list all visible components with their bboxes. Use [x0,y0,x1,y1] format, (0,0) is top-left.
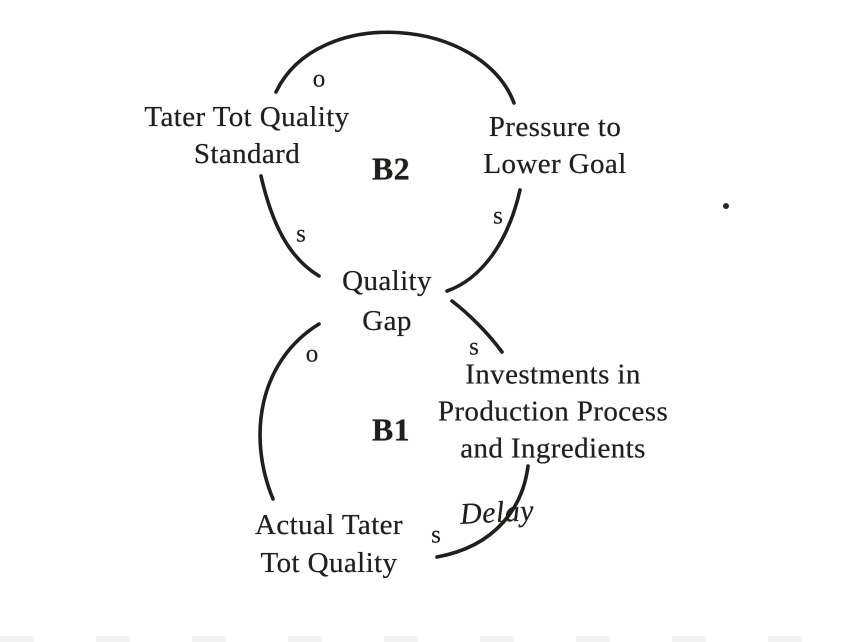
arrow-investments-to-actual [435,464,530,559]
arrow-actual-to-gap [258,322,321,501]
node-investments: Investments in Production Process and In… [438,357,668,468]
delay-label: Delay [459,494,535,531]
node-line: Investments in [465,358,641,391]
loop-label-b1: B1 [371,411,411,448]
node-line: and Ingredients [460,432,646,465]
node-line: Pressure to [488,111,622,143]
polarity-o-actual-to-gap: o [305,340,319,368]
node-line: Quality [342,265,432,297]
node-line: Standard [193,138,301,170]
node-tater-tot-quality-standard: Tater Tot Quality Standard [144,99,349,173]
node-actual-tater-tot-quality: Actual Tater Tot Quality [255,506,403,582]
polarity-o-pressure-to-standard: o [312,65,326,93]
node-line: Production Process [437,395,669,428]
arrow-gap-to-pressure [445,188,522,293]
node-line: Lower Goal [483,148,627,180]
loop-label-b2: B2 [371,150,411,187]
arrow-standard-to-gap [259,174,321,278]
arrow-pressure-to-standard [274,30,516,105]
polarity-s-gap-to-investments: s [469,333,479,361]
node-pressure-to-lower-goal: Pressure to Lower Goal [483,109,626,183]
polarity-s-standard-to-gap: s [296,220,306,248]
node-line: Actual Tater [255,509,403,541]
stray-ink-dot [723,203,729,209]
node-line: Gap [362,305,412,337]
polarity-s-gap-to-pressure: s [493,202,503,230]
node-line: Tater Tot Quality [144,101,350,133]
polarity-s-investments-to-actual: s [431,521,441,549]
node-line: Tot Quality [260,547,398,579]
node-quality-gap: Quality Gap [342,261,432,341]
arrow-gap-to-investments [450,299,504,354]
scan-artifact-bottom [0,636,842,642]
